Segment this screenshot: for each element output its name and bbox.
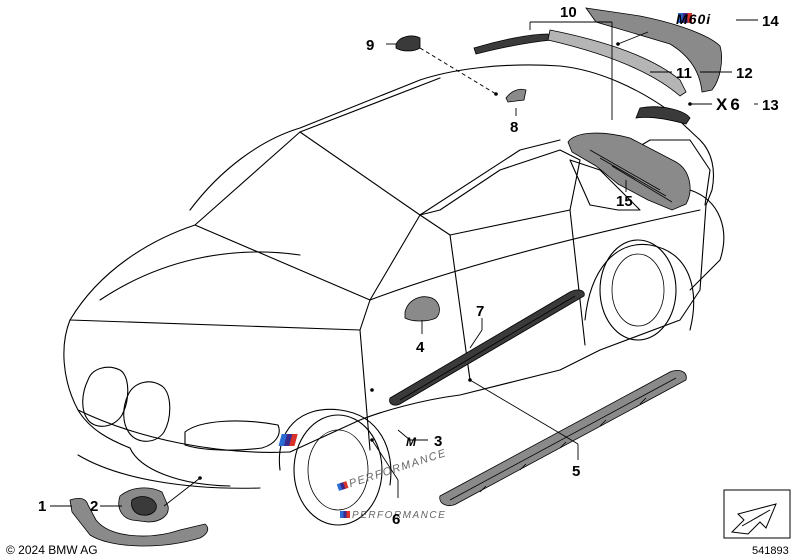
- callout-7[interactable]: 7: [476, 303, 484, 320]
- callout-5[interactable]: 5: [572, 463, 580, 480]
- part-11-roof-spoiler[interactable]: [473, 33, 553, 55]
- callout-14[interactable]: 14: [762, 13, 779, 30]
- performance-emblem: PERFORMANCE: [336, 447, 448, 491]
- callout-6[interactable]: 6: [392, 511, 400, 528]
- m60i-emblem: M60i: [676, 11, 711, 27]
- callout-3[interactable]: 3: [434, 433, 442, 450]
- part-15-rear-diffuser[interactable]: [567, 132, 691, 211]
- callout-8[interactable]: 8: [510, 119, 518, 136]
- part-1-splitter-strip[interactable]: [69, 498, 209, 547]
- part-9-antenna-base[interactable]: [395, 35, 421, 52]
- part-rear-wing-fin[interactable]: [635, 106, 691, 125]
- callout-10[interactable]: 10: [560, 4, 577, 21]
- copyright-text: © 2024 BMW AG: [6, 543, 98, 557]
- part-12-spoiler-lip[interactable]: [547, 29, 687, 97]
- m60i-emblem-text: M60i: [676, 11, 711, 27]
- part-4-mirror-cap[interactable]: [404, 296, 440, 322]
- callout-15[interactable]: 15: [616, 193, 633, 210]
- m-badge-text: M: [406, 435, 417, 449]
- part-14-upper-spoiler[interactable]: [585, 7, 722, 93]
- leader-lines: [50, 19, 758, 507]
- callout-11[interactable]: 11: [676, 65, 692, 82]
- callout-4[interactable]: 4: [416, 339, 425, 356]
- part-8-fin-antenna[interactable]: [505, 88, 527, 103]
- callout-1[interactable]: 1: [38, 498, 46, 515]
- x6-emblem: X6: [716, 95, 743, 114]
- diagram-number: 541893: [752, 545, 789, 557]
- callout-9[interactable]: 9: [366, 37, 374, 54]
- callout-12[interactable]: 12: [736, 65, 753, 82]
- direction-arrow-icon: [723, 489, 791, 539]
- callout-13[interactable]: 13: [762, 97, 779, 114]
- car-outline: [63, 64, 725, 526]
- performance-label-text: PERFORMANCE: [352, 510, 446, 521]
- m-badge-emblem: M: [278, 434, 417, 449]
- callout-2[interactable]: 2: [90, 498, 98, 515]
- part-5-side-skirt[interactable]: [439, 370, 687, 506]
- part-7-door-trim[interactable]: [389, 289, 585, 406]
- leader-dots: [198, 42, 692, 480]
- performance-label-badge: PERFORMANCE: [340, 510, 446, 521]
